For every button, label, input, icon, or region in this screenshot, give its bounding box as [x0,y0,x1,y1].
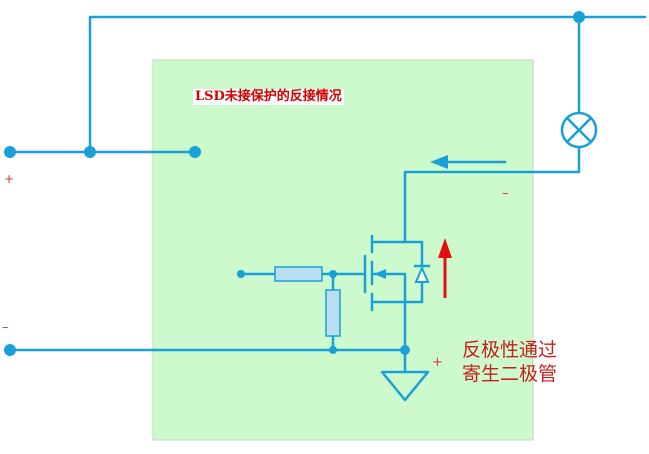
gate-resistor [274,266,323,282]
diode-rails [403,240,424,304]
gate-input-terminal [237,270,245,278]
polarity-left-top: + [4,172,15,186]
terminal-end [189,146,201,158]
polarity-load-side: – [502,186,509,201]
load-branch-wire [403,15,581,244]
annotation-line-1: 反极性通过 [462,339,558,361]
supply-wire-top [8,15,647,154]
diagram-title: LSD未接保护的反接情况 [193,89,344,105]
ground-symbol-icon [380,370,430,402]
polarity-left-bottom: – [2,320,9,335]
junction-node [329,346,337,354]
parasitic-diode-icon [414,265,430,283]
mosfet-body-arrow-icon [374,269,386,279]
lamp-icon [560,111,598,149]
junction-node [329,270,337,278]
pulldown-resistor [325,289,341,337]
lsd-module-area [152,59,534,441]
reverse-current-arrow-head-icon [438,238,452,258]
lamp-cross [565,116,593,144]
junction-node [573,11,585,23]
junction-node [84,146,96,158]
terminal-left-top [4,146,16,158]
polarity-ground-side: + [432,355,443,370]
current-arrow-head-icon [430,155,448,169]
terminal-left-bottom [4,344,16,356]
annotation-line-2: 寄生二极管 [462,363,558,385]
junction-node [400,345,410,355]
